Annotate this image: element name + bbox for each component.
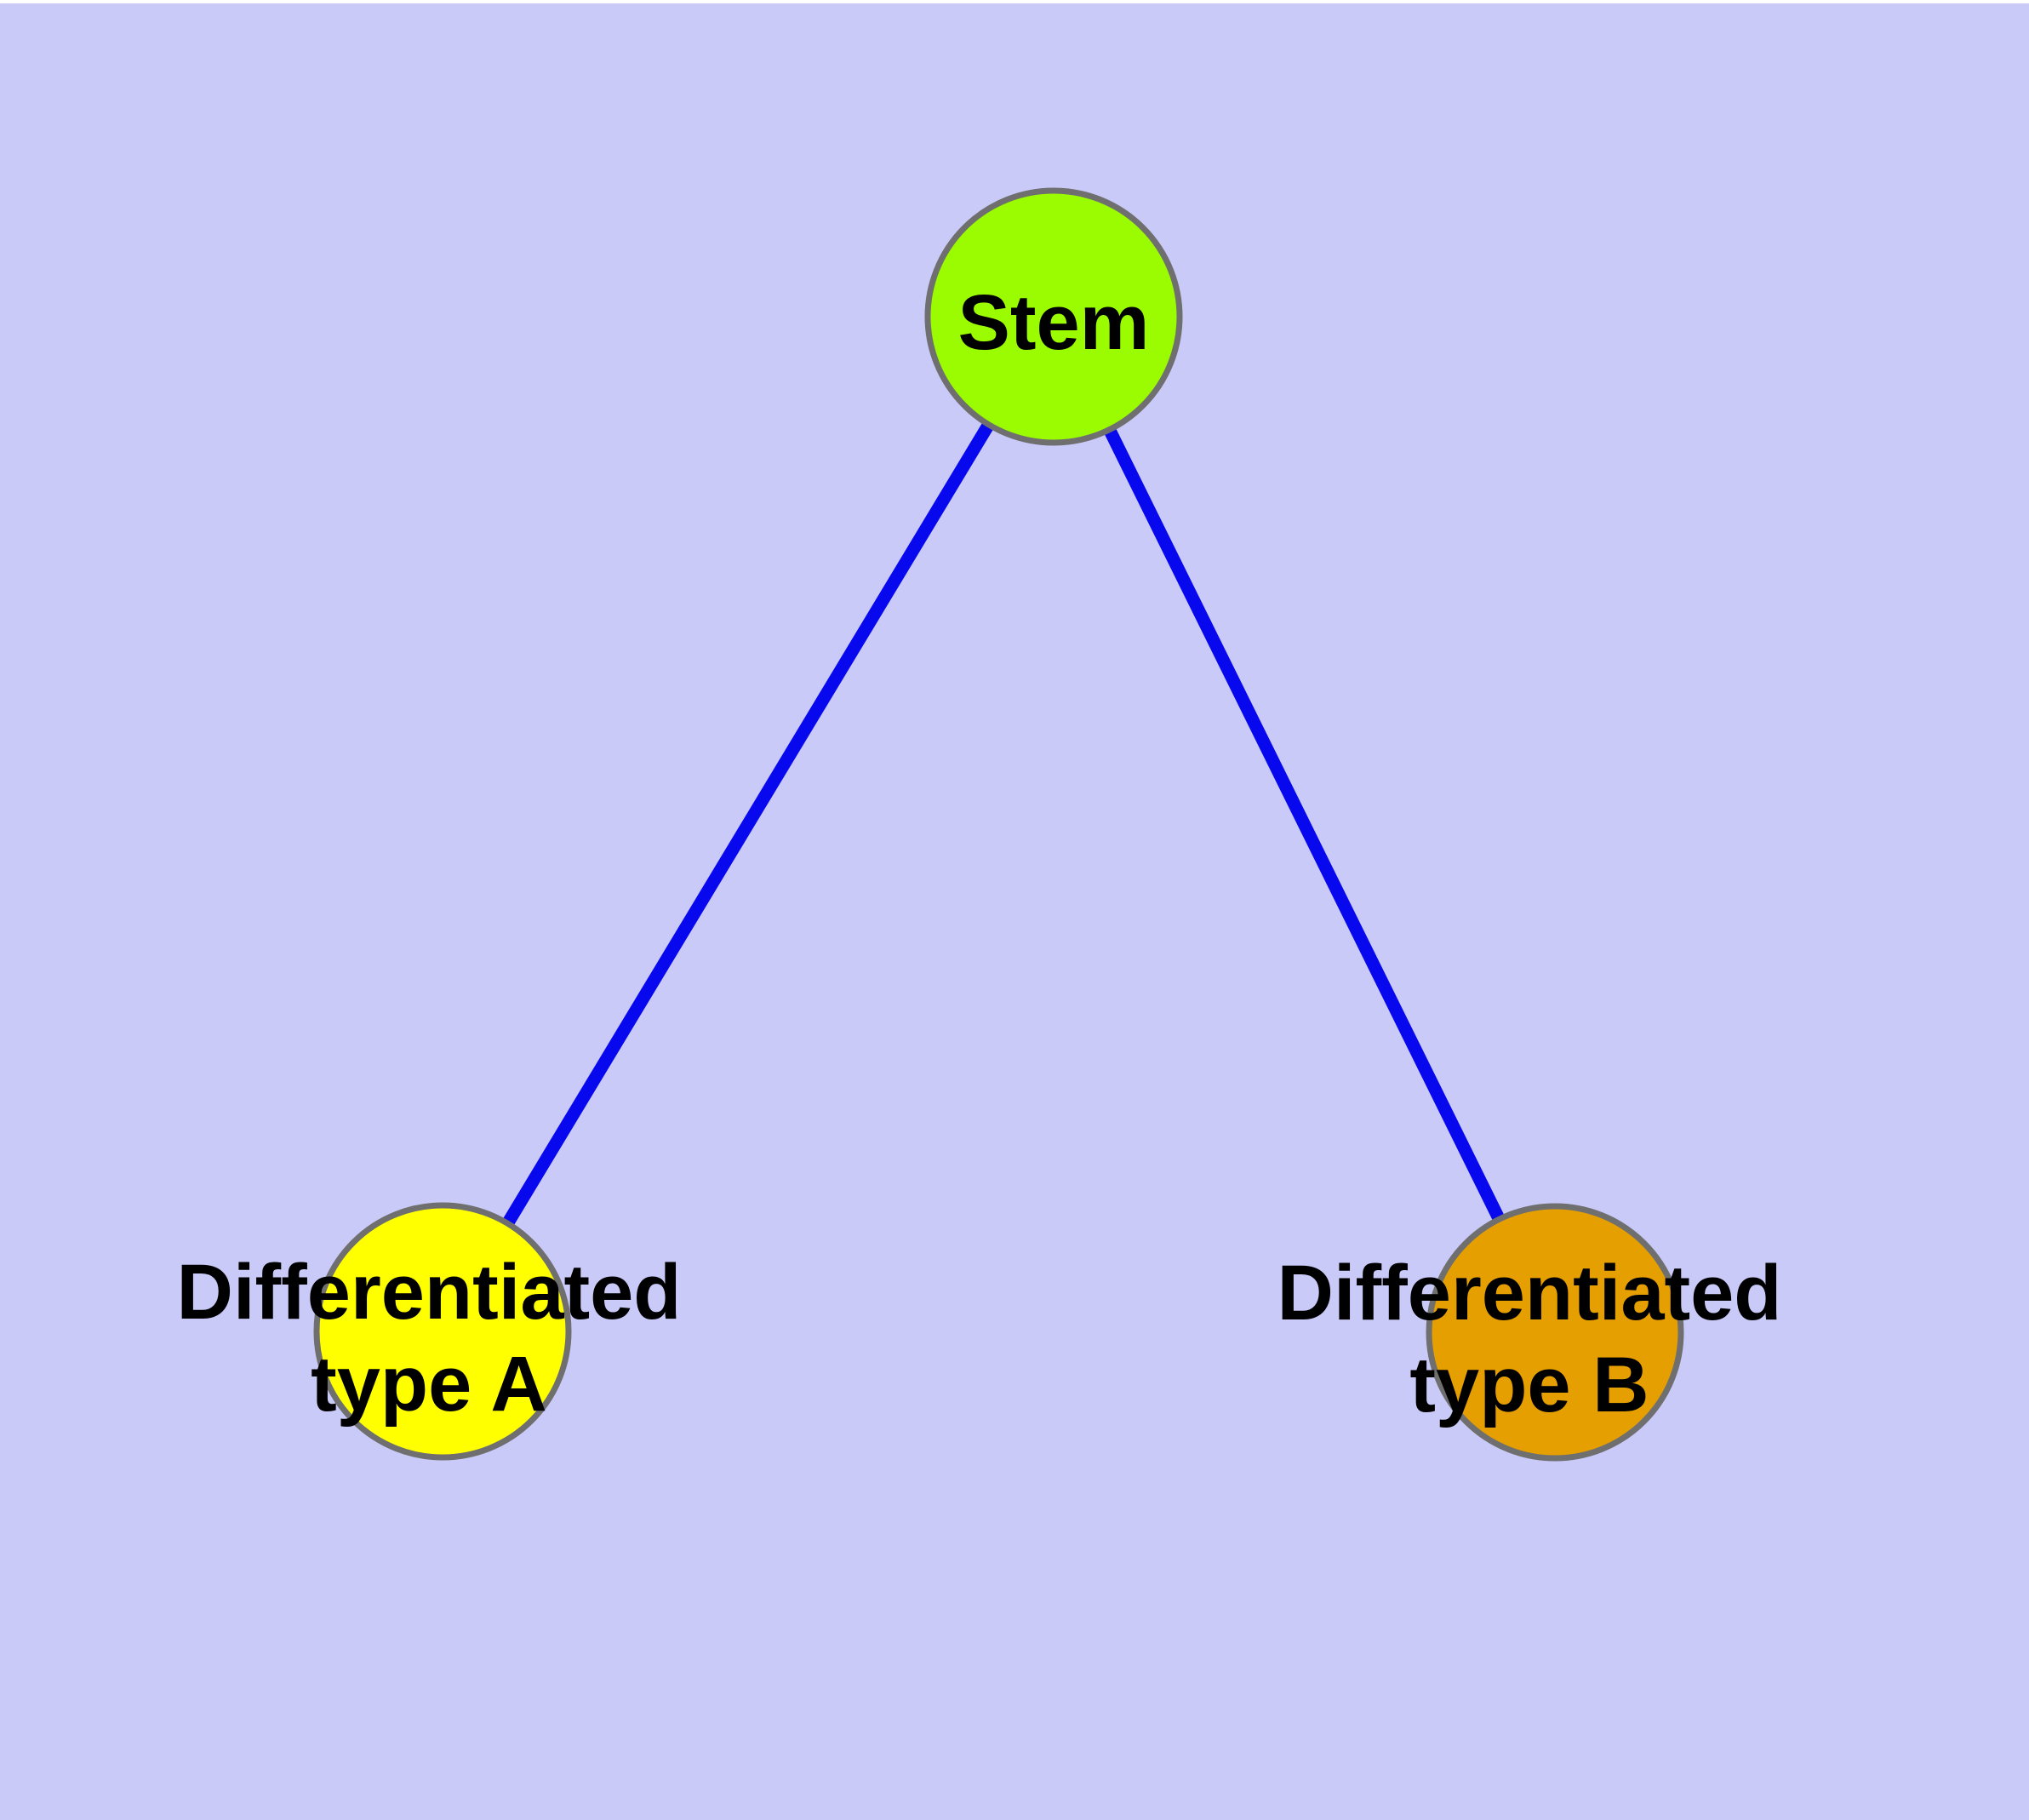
node-differentiated-type-b [1426,1203,1684,1462]
edge-stem-to-differentiated-type-a [437,313,1060,1335]
node-label-line: type A [311,1341,547,1428]
node-label-line: Differentiated [177,1249,682,1336]
node-differentiated-type-a [313,1202,572,1461]
node-label-line: Stem [958,279,1150,366]
node-label-stem: Stem [958,279,1150,366]
node-stem [924,187,1183,446]
node-label-line: type B [1409,1342,1649,1428]
edge-stem-to-differentiated-type-b [1048,313,1561,1336]
node-label-line: Differentiated [1277,1250,1782,1336]
